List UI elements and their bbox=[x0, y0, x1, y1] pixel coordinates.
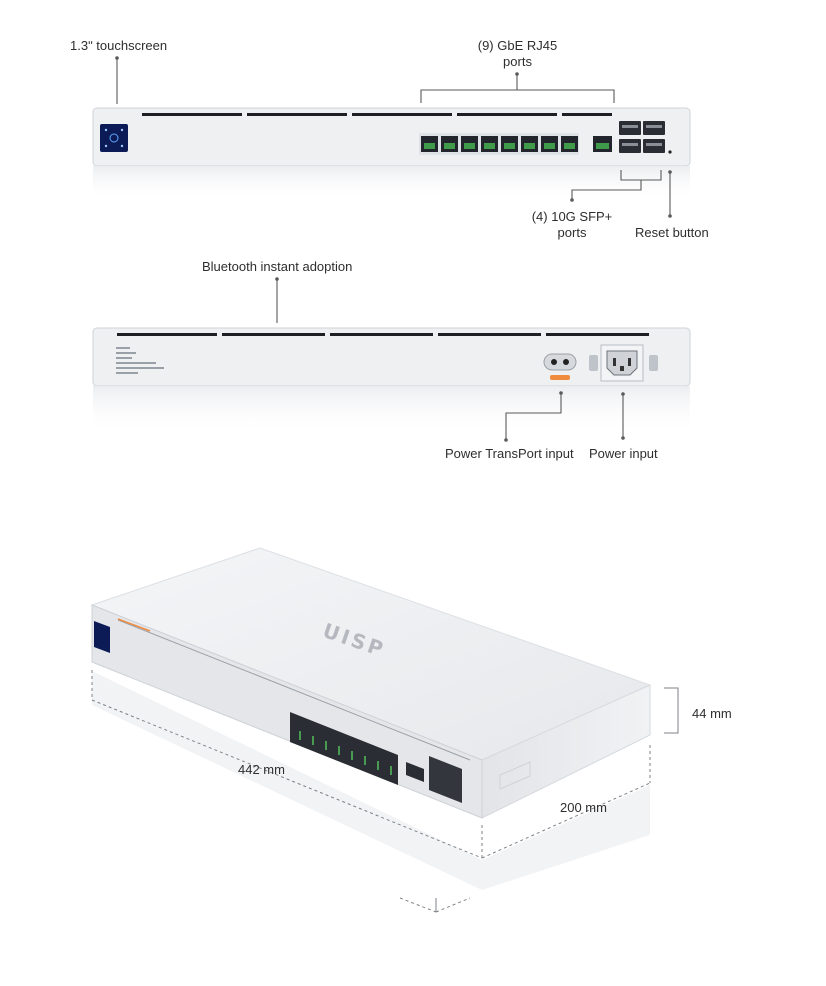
bluetooth-label: Bluetooth instant adoption bbox=[202, 259, 353, 274]
rj45-label-line1: (9) GbE RJ45 bbox=[477, 38, 558, 53]
height-dimension-label: 44 mm bbox=[692, 706, 732, 721]
power-inlet bbox=[589, 344, 658, 382]
touchscreen-label: 1.3ʺ touchscreen bbox=[70, 38, 168, 53]
front-panel bbox=[92, 107, 691, 202]
depth-dimension-label: 200 mm bbox=[560, 800, 607, 815]
isometric-device bbox=[90, 547, 652, 890]
rear-panel bbox=[92, 327, 691, 434]
dimension-lines bbox=[91, 670, 651, 913]
rj45-label-line2: ports bbox=[503, 54, 532, 69]
rear-leaders bbox=[275, 277, 625, 442]
height-bracket bbox=[664, 687, 679, 734]
touchscreen bbox=[100, 124, 128, 152]
reset-pinhole bbox=[668, 150, 672, 154]
reset-label: Reset button bbox=[635, 225, 709, 240]
front-leaders bbox=[115, 56, 672, 218]
sfp-label-line1: (4) 10G SFP+ bbox=[531, 209, 613, 224]
rj45-port-group bbox=[419, 133, 612, 155]
transport-input-label: Power TransPort input bbox=[445, 446, 574, 461]
transport-connector bbox=[543, 353, 577, 380]
sfp-label-line2: ports bbox=[557, 225, 587, 240]
width-dimension-label: 442 mm bbox=[238, 762, 285, 777]
power-input-label: Power input bbox=[589, 446, 658, 461]
